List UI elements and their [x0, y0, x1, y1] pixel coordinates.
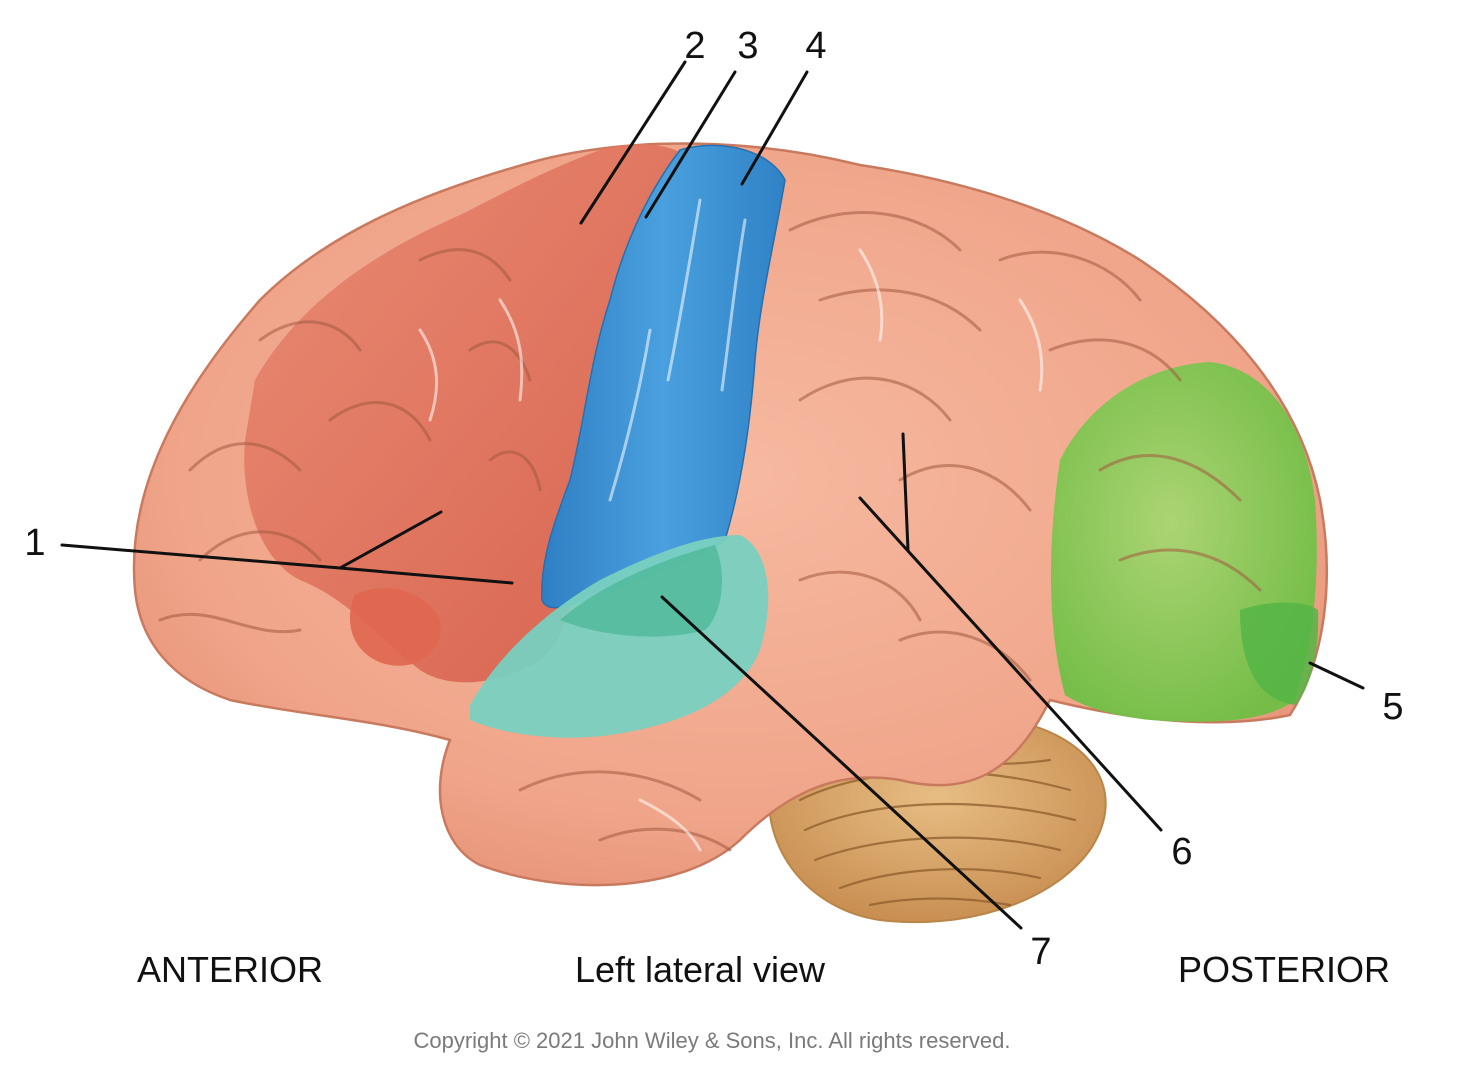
occipital-green-region: [1050, 362, 1319, 722]
leader-lines: [60, 60, 1365, 930]
label-7: 7: [1030, 931, 1051, 973]
caption-posterior: POSTERIOR: [1178, 949, 1390, 990]
label-6: 6: [1171, 831, 1192, 873]
leader-line-6-branch: [901, 432, 910, 552]
leader-line-6: [858, 496, 1163, 832]
label-1: 1: [24, 522, 45, 564]
leader-line-7: [660, 595, 1023, 930]
region-labels: 1 2 3 4 5 6 7: [24, 25, 1403, 973]
label-2: 2: [684, 25, 705, 67]
label-3: 3: [737, 25, 758, 67]
leader-line-1-branch: [338, 510, 443, 570]
leader-line-3: [644, 70, 737, 219]
leader-line-4: [740, 70, 809, 186]
caption-view: Left lateral view: [575, 949, 826, 990]
leader-line-5: [1308, 661, 1365, 690]
leader-line-2: [579, 60, 687, 225]
captions: ANTERIOR Left lateral view POSTERIOR Cop…: [137, 949, 1390, 1053]
label-4: 4: [805, 25, 826, 67]
caption-anterior: ANTERIOR: [137, 949, 323, 990]
gyri-texture: [158, 211, 1262, 852]
copyright-text: Copyright © 2021 John Wiley & Sons, Inc.…: [413, 1028, 1010, 1053]
label-5: 5: [1382, 686, 1403, 728]
